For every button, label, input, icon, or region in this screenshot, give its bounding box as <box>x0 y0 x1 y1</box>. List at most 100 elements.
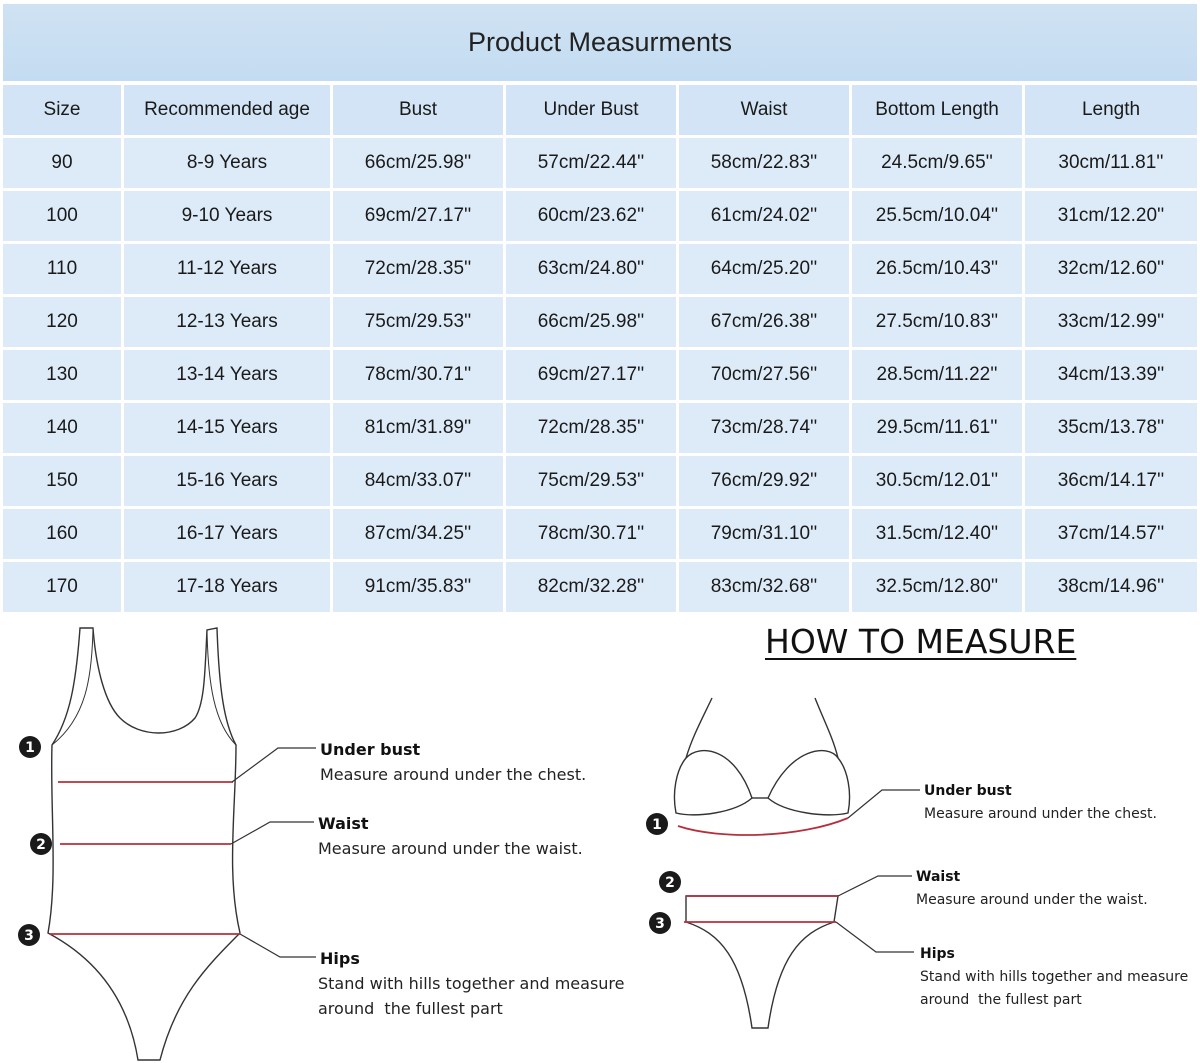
leader-under-bust-right <box>847 789 920 819</box>
table-cell: 11-12 Years <box>124 244 330 294</box>
table-cell: 32.5cm/12.80'' <box>852 562 1022 612</box>
marker-1-left <box>19 736 41 758</box>
table-cell: 25.5cm/10.04'' <box>852 191 1022 241</box>
table-cell: 16-17 Years <box>124 509 330 559</box>
table-size-cell: 130 <box>3 350 121 400</box>
bikini-bottom <box>685 895 839 1029</box>
leader-under-bust-left <box>231 747 316 783</box>
table-size-cell: 120 <box>3 297 121 347</box>
waist-desc-left: Measure around under the waist. <box>318 839 583 858</box>
table-cell: 81cm/31.89'' <box>333 403 503 453</box>
table-cell: 78cm/30.71'' <box>333 350 503 400</box>
table-cell: 67cm/26.38'' <box>679 297 849 347</box>
table-cell: 70cm/27.56'' <box>679 350 849 400</box>
table-cell: 64cm/25.20'' <box>679 244 849 294</box>
table-cell: 9-10 Years <box>124 191 330 241</box>
bikini-cup-left <box>673 749 753 816</box>
table-cell: 72cm/28.35'' <box>333 244 503 294</box>
waist-desc-right: Measure around under the waist. <box>916 892 1148 908</box>
table-cell: 37cm/14.57'' <box>1025 509 1197 559</box>
swimsuit-outline <box>47 627 241 1061</box>
marker-2-left-digit: 2 <box>36 837 46 853</box>
table-cell: 34cm/13.39'' <box>1025 350 1197 400</box>
table-cell: 66cm/25.98'' <box>333 138 503 188</box>
table-cell: 57cm/22.44'' <box>506 138 676 188</box>
table-title: Product Measurments <box>3 4 1197 81</box>
table-cell: 28.5cm/11.22'' <box>852 350 1022 400</box>
table-header-cell: Bottom Length <box>852 85 1022 135</box>
table-cell: 63cm/24.80'' <box>506 244 676 294</box>
table-size-cell: 150 <box>3 456 121 506</box>
bikini-strap-left <box>685 697 713 759</box>
table-header-cell: Bust <box>333 85 503 135</box>
table-cell: 69cm/27.17'' <box>506 350 676 400</box>
table-header-cell: Waist <box>679 85 849 135</box>
table-cell: 73cm/28.74'' <box>679 403 849 453</box>
table-cell: 17-18 Years <box>124 562 330 612</box>
table-cell: 72cm/28.35'' <box>506 403 676 453</box>
marker-2-right-digit: 2 <box>665 875 675 891</box>
hips-desc-line1-right: Stand with hills together and measure <box>920 969 1189 985</box>
table-cell: 83cm/32.68'' <box>679 562 849 612</box>
bikini-cup-right <box>767 749 851 816</box>
table-cell: 29.5cm/11.61'' <box>852 403 1022 453</box>
marker-3-right-digit: 3 <box>655 916 665 932</box>
table-cell: 76cm/29.92'' <box>679 456 849 506</box>
table-cell: 84cm/33.07'' <box>333 456 503 506</box>
hips-desc-line1-left: Stand with hills together and measure <box>318 974 625 993</box>
table-size-cell: 100 <box>3 191 121 241</box>
hips-label-left: Hips <box>320 949 360 968</box>
table-cell: 30.5cm/12.01'' <box>852 456 1022 506</box>
table-cell: 78cm/30.71'' <box>506 509 676 559</box>
table-cell: 87cm/34.25'' <box>333 509 503 559</box>
table-cell: 38cm/14.96'' <box>1025 562 1197 612</box>
hips-desc-line2-left: around the fullest part <box>318 999 503 1018</box>
table-cell: 32cm/12.60'' <box>1025 244 1197 294</box>
swimsuit-inner-strap-right <box>206 629 237 746</box>
table-cell: 79cm/31.10'' <box>679 509 849 559</box>
table-cell: 14-15 Years <box>124 403 330 453</box>
leader-waist-right <box>837 875 912 897</box>
table-cell: 30cm/11.81'' <box>1025 138 1197 188</box>
table-header-cell: Recommended age <box>124 85 330 135</box>
table-cell: 82cm/32.28'' <box>506 562 676 612</box>
leader-waist-left <box>230 821 314 845</box>
swimsuit-illustration <box>47 627 241 1061</box>
marker-3-right <box>649 912 671 934</box>
table-cell: 31cm/12.20'' <box>1025 191 1197 241</box>
marker-1-left-digit: 1 <box>25 740 35 756</box>
table-cell: 35cm/13.78'' <box>1025 403 1197 453</box>
table-header-cell: Length <box>1025 85 1197 135</box>
marker-3-left-digit: 3 <box>24 928 34 944</box>
swimsuit-inner-strap <box>51 627 94 746</box>
table-cell: 75cm/29.53'' <box>506 456 676 506</box>
leader-hips-right <box>835 921 914 953</box>
marker-3-left <box>18 924 40 946</box>
hips-label-right: Hips <box>920 946 955 962</box>
marker-1-right <box>646 813 668 835</box>
table-cell: 36cm/14.17'' <box>1025 456 1197 506</box>
table-size-cell: 140 <box>3 403 121 453</box>
table-size-cell: 110 <box>3 244 121 294</box>
table-cell: 61cm/24.02'' <box>679 191 849 241</box>
table-size-cell: 170 <box>3 562 121 612</box>
table-cell: 13-14 Years <box>124 350 330 400</box>
waist-label-right: Waist <box>916 869 961 885</box>
measurement-illustrations: 1 2 3 1 2 3 <box>18 627 920 1061</box>
table-cell: 27.5cm/10.83'' <box>852 297 1022 347</box>
table-cell: 91cm/35.83'' <box>333 562 503 612</box>
table-header-cell: Size <box>3 85 121 135</box>
leader-hips-left <box>239 933 316 958</box>
table-cell: 58cm/22.83'' <box>679 138 849 188</box>
under-bust-desc-left: Measure around under the chest. <box>320 765 587 784</box>
bikini-strap-right <box>814 697 839 759</box>
table-cell: 33cm/12.99'' <box>1025 297 1197 347</box>
table-cell: 31.5cm/12.40'' <box>852 509 1022 559</box>
bikini-illustration <box>673 697 851 1029</box>
table-size-cell: 90 <box>3 138 121 188</box>
under-bust-label-right: Under bust <box>924 783 1012 799</box>
waist-label-left: Waist <box>318 814 369 833</box>
table-cell: 69cm/27.17'' <box>333 191 503 241</box>
